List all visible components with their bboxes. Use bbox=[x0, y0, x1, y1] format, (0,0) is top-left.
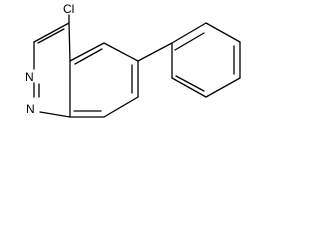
bond-c4a-c5 bbox=[69, 42, 105, 62]
bond-phenyl-c4-c5 bbox=[205, 77, 241, 98]
chemical-structure-diagram: Cl N N bbox=[0, 0, 271, 150]
nitrogen-atom-label-upper: N bbox=[25, 70, 34, 84]
bond-c7-c8 bbox=[103, 96, 139, 118]
bond-c4-c3-inner bbox=[37, 28, 65, 44]
bond-phenyl-c1-c2-inner bbox=[174, 32, 205, 51]
bond-phenyl-c1-c2 bbox=[171, 22, 207, 44]
bond-phenyl-c2-c3 bbox=[205, 22, 241, 43]
bond-c4a-c4 bbox=[68, 22, 71, 62]
bond-c4a-c5-inner bbox=[74, 48, 103, 65]
bond-phenyl-c5-c6 bbox=[171, 77, 207, 98]
bond-c4-c3 bbox=[33, 22, 70, 43]
nitrogen-atom-label-lower: N bbox=[26, 102, 35, 116]
bond-phenyl-c5-c6-inner bbox=[175, 75, 205, 92]
bond-c5-c6 bbox=[103, 42, 139, 62]
bond-n1-c8a bbox=[39, 111, 71, 118]
bond-c6-phenyl bbox=[137, 42, 173, 62]
canvas-background bbox=[0, 0, 271, 150]
chlorine-atom-label: Cl bbox=[63, 2, 74, 16]
